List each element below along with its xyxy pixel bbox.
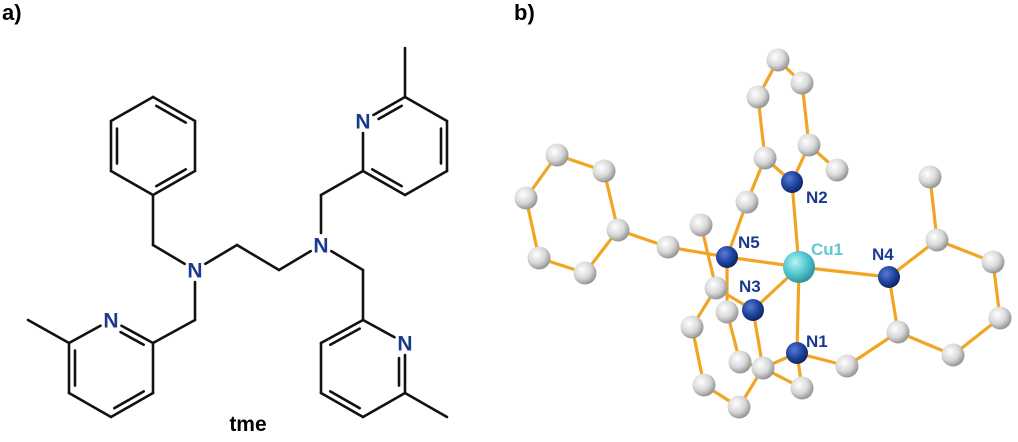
carbon-atom: [941, 343, 965, 367]
nitrogen-atom-label: N: [187, 260, 202, 283]
carbon-atom: [727, 395, 751, 419]
carbon-atom: [751, 356, 775, 380]
bond: [319, 391, 365, 419]
carbon-atom: [886, 320, 910, 344]
bond: [361, 169, 407, 197]
bond: [277, 249, 312, 272]
bond: [319, 318, 365, 345]
bond: [67, 324, 102, 345]
atom-label-n4: N4: [872, 245, 894, 264]
double-bond-line: [328, 327, 361, 347]
bond: [403, 391, 449, 419]
carbon-atom: [735, 190, 759, 214]
bond: [26, 318, 71, 345]
bond: [403, 169, 449, 197]
carbon-atom: [753, 146, 777, 170]
bond: [403, 95, 449, 123]
nitrogen-atom: [786, 342, 808, 364]
bond: [109, 169, 155, 197]
double-bond-line: [155, 104, 188, 124]
nitrogen-atom-label: N: [103, 310, 118, 333]
bond: [109, 95, 155, 123]
nitrogen-atom: [878, 266, 900, 288]
carbon-atom: [527, 246, 551, 270]
carbon-atom: [790, 71, 814, 95]
carbon-atom: [825, 158, 849, 182]
nitrogen-atom-label: N: [355, 111, 370, 134]
bond: [151, 169, 197, 197]
carbon-atom: [790, 376, 814, 400]
double-bond-line: [119, 330, 146, 347]
bond: [372, 95, 407, 117]
double-bond-line: [377, 104, 403, 121]
bond: [330, 249, 365, 272]
carbon-atom: [592, 159, 616, 183]
panel-b-label: b): [514, 0, 535, 25]
bond: [204, 243, 239, 266]
double-bond-line: [155, 168, 188, 188]
carbon-atom: [514, 186, 538, 210]
atom-label-n3: N3: [739, 277, 761, 296]
bond: [151, 318, 197, 345]
double-bond-line: [370, 168, 403, 188]
carbon-atom: [704, 276, 728, 300]
carbon-atom: [746, 85, 770, 109]
bond: [151, 243, 186, 266]
panel-a-label: a): [2, 0, 22, 25]
bond: [120, 324, 155, 345]
double-bond-line: [113, 390, 146, 410]
bond: [151, 95, 197, 123]
carbon-atom: [918, 165, 942, 189]
nitrogen-atom-label: N: [397, 333, 412, 356]
bond: [109, 391, 155, 419]
carbon-atom: [715, 300, 739, 324]
nitrogen-atom-label: N: [313, 235, 328, 258]
carbon-atom: [606, 218, 630, 242]
carbon-atom: [925, 228, 949, 252]
bond: [361, 391, 407, 419]
carbon-atom: [981, 250, 1005, 274]
carbon-atom: [797, 133, 821, 157]
nitrogen-atom: [781, 171, 803, 193]
atom-label-n2: N2: [806, 188, 828, 207]
atom-label-n5: N5: [738, 233, 760, 252]
carbon-atom: [835, 354, 859, 378]
carbon-atom: [573, 261, 597, 285]
carbon-atom: [680, 315, 704, 339]
atom-label-n1: N1: [806, 332, 828, 351]
nitrogen-atom: [716, 246, 738, 268]
carbon-atom: [728, 350, 752, 374]
nitrogen-atom: [742, 299, 764, 321]
copper-atom: [783, 251, 815, 283]
carbon-atom: [656, 235, 680, 259]
bond: [361, 318, 396, 339]
atom-label-cu1: Cu1: [811, 240, 843, 259]
carbon-atom: [692, 373, 716, 397]
compound-name: tme: [229, 413, 266, 436]
bond: [67, 391, 113, 419]
carbon-atom: [689, 213, 713, 237]
bond: [235, 243, 281, 272]
bond: [319, 169, 365, 197]
carbon-atom: [988, 306, 1012, 330]
carbon-atom: [766, 48, 790, 72]
carbon-atom: [545, 143, 569, 167]
double-bond-line: [328, 390, 361, 410]
